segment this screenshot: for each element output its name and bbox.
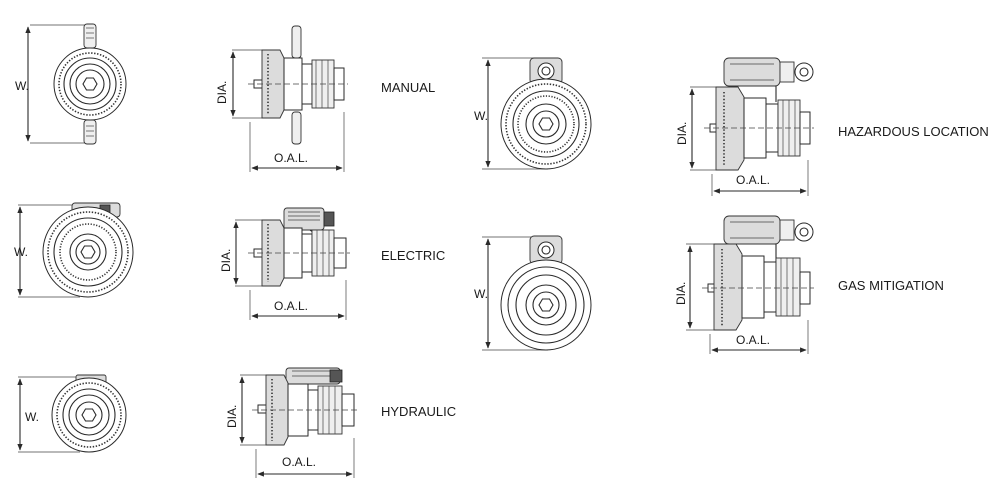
gas-mitigation-oal-label: O.A.L. bbox=[736, 333, 770, 347]
gas-mitigation-front-view bbox=[482, 235, 592, 351]
electric-oal-label: O.A.L. bbox=[274, 299, 308, 313]
manual-side-view bbox=[230, 25, 348, 172]
gas-mitigation-variant-label: GAS MITIGATION bbox=[838, 278, 944, 293]
hydraulic-width-label: W. bbox=[25, 410, 39, 424]
electric-diameter-label: DIA. bbox=[219, 249, 233, 272]
hazardous-location-oal-label: O.A.L. bbox=[736, 173, 770, 187]
hazardous-location-diameter-label: DIA. bbox=[675, 122, 689, 145]
gas-mitigation-diameter-label: DIA. bbox=[674, 282, 688, 305]
electric-side-view bbox=[233, 207, 350, 320]
electric-front-view bbox=[17, 202, 134, 298]
hazardous-location-width-label: W. bbox=[474, 109, 488, 123]
hazardous-location-side-view bbox=[689, 57, 814, 196]
hydraulic-front-view bbox=[17, 374, 127, 453]
gas-mitigation-side-view bbox=[686, 215, 814, 354]
manual-width-label: W. bbox=[15, 79, 29, 93]
hydraulic-oal-label: O.A.L. bbox=[282, 455, 316, 469]
manual-oal-label: O.A.L. bbox=[274, 151, 308, 165]
hydraulic-variant-label: HYDRAULIC bbox=[381, 404, 456, 419]
electric-variant-label: ELECTRIC bbox=[381, 248, 445, 263]
hazardous-location-variant-label: HAZARDOUS LOCATION bbox=[838, 124, 989, 139]
manual-variant-label: MANUAL bbox=[381, 80, 435, 95]
hydraulic-diameter-label: DIA. bbox=[225, 405, 239, 428]
manual-front-view bbox=[25, 23, 127, 145]
electric-width-label: W. bbox=[14, 245, 28, 259]
hydraulic-side-view bbox=[239, 367, 358, 478]
hazardous-location-front-view bbox=[482, 57, 592, 170]
gas-mitigation-width-label: W. bbox=[474, 287, 488, 301]
manual-diameter-label: DIA. bbox=[215, 81, 229, 104]
